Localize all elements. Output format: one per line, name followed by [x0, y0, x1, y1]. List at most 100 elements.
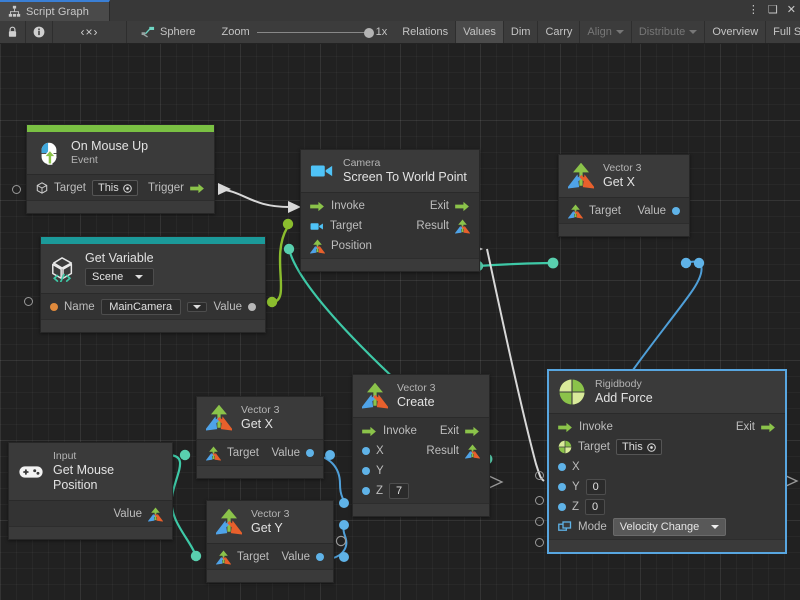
port-dot-z[interactable]: [558, 503, 566, 511]
toolbar-button-values[interactable]: Values: [456, 21, 504, 43]
port-label-trigger: Trigger: [148, 182, 184, 194]
lock-button[interactable]: [0, 21, 26, 43]
on-mouse-up-node[interactable]: On Mouse Up Event Target: [26, 124, 215, 214]
toolbar-button-overview[interactable]: Overview: [705, 21, 767, 43]
rigidbody-target-selector[interactable]: This: [615, 439, 662, 455]
rigidbody-icon[interactable]: [558, 440, 572, 454]
flow-arrow-icon[interactable]: [465, 426, 480, 437]
node-header: Camera Screen To World Point: [301, 150, 479, 193]
flow-arrow-icon[interactable]: [455, 201, 470, 212]
port-dot-z[interactable]: [362, 487, 370, 495]
window-close-icon[interactable]: ✕: [786, 4, 796, 16]
camera-icon[interactable]: [310, 221, 324, 232]
flow-arrow-icon[interactable]: [190, 183, 205, 194]
tab-script-graph[interactable]: Script Graph: [0, 0, 110, 21]
rigidbody-add-force-node[interactable]: Rigidbody Add Force Invoke Exit: [548, 370, 786, 553]
node-header: On Mouse Up Event: [27, 132, 214, 175]
node-subtitle: Vector 3: [397, 382, 436, 394]
port-label-x: X: [376, 445, 384, 457]
graph-target-label: Sphere: [160, 26, 196, 38]
unconnected-port-rb-z[interactable]: [535, 517, 544, 526]
port-dot-name[interactable]: [50, 303, 58, 311]
node-accent-bar: [41, 237, 265, 244]
vector3-get-y-node[interactable]: Vector 3 Get Y Target: [206, 500, 334, 583]
graph-target[interactable]: Sphere: [127, 21, 205, 43]
flow-arrow-icon[interactable]: [761, 422, 776, 433]
port-label-result: Result: [426, 445, 459, 457]
port-dot-value[interactable]: [248, 303, 256, 311]
info-button[interactable]: [26, 21, 53, 43]
code-view-button[interactable]: ‹×›: [53, 21, 127, 43]
vector3-icon[interactable]: [206, 445, 221, 461]
toolbar-button-carry-label: Carry: [545, 26, 573, 38]
unconnected-port-create-x[interactable]: [535, 471, 544, 480]
force-mode-dropdown[interactable]: Velocity Change: [612, 518, 727, 536]
window-titlebar: Script Graph ⋮ ❑ ✕: [0, 0, 800, 21]
vector3-icon[interactable]: [310, 238, 325, 254]
chevron-down-icon: [135, 275, 144, 279]
zoom-control[interactable]: Zoom 1x: [205, 21, 395, 43]
toolbar-button-relations[interactable]: Relations: [395, 21, 457, 43]
toolbar-button-distribute[interactable]: Distribute: [632, 21, 706, 43]
target-this-selector[interactable]: This: [91, 180, 138, 196]
node-title: Get Variable: [85, 251, 154, 265]
toolbar-button-full-screen[interactable]: Full Screen: [766, 21, 800, 43]
force-mode-label: Velocity Change: [619, 521, 700, 533]
graph-canvas[interactable]: On Mouse Up Event Target: [0, 44, 800, 600]
port-dot-x[interactable]: [558, 463, 566, 471]
node-subtitle: Vector 3: [251, 508, 290, 520]
port-label-z: Z: [376, 485, 384, 497]
port-label-mode: Mode: [578, 521, 607, 533]
variable-kind-dropdown[interactable]: Scene: [85, 268, 154, 286]
window-maximize-icon[interactable]: ❑: [767, 4, 778, 16]
port-row-name: Name MainCamera Value: [41, 297, 265, 317]
camera-screen-to-world-point-node[interactable]: Camera Screen To World Point Invoke Exit: [300, 149, 480, 272]
port-label-target: Target: [589, 205, 621, 217]
port-dot-value[interactable]: [306, 449, 314, 457]
get-variable-node[interactable]: Get Variable Scene Name MainCamera: [40, 236, 266, 333]
z-value-field[interactable]: 0: [585, 499, 606, 515]
flow-arrow-icon[interactable]: [310, 201, 325, 212]
node-body: Target Value: [197, 440, 323, 465]
toolbar-button-distribute-label: Distribute: [638, 26, 686, 38]
vector3-icon[interactable]: [568, 203, 583, 219]
vector3-icon[interactable]: [148, 506, 163, 522]
vector3-icon[interactable]: [465, 443, 480, 459]
port-dot-value[interactable]: [672, 207, 680, 215]
vector3-get-x-node-top[interactable]: Vector 3 Get X Target: [558, 154, 690, 237]
port-dot-x[interactable]: [362, 447, 370, 455]
port-label-target: Target: [578, 441, 610, 453]
vector3-get-x-node-bottom[interactable]: Vector 3 Get X Target: [196, 396, 324, 479]
flow-arrow-icon[interactable]: [362, 426, 377, 437]
vector3-icon[interactable]: [455, 218, 470, 234]
port-label-invoke: Invoke: [579, 421, 613, 433]
z-value-field[interactable]: 7: [389, 483, 410, 499]
port-dot-value[interactable]: [316, 553, 324, 561]
vector3-create-node[interactable]: Vector 3 Create Invoke Exit: [352, 374, 490, 517]
flow-arrow-icon[interactable]: [558, 422, 573, 433]
vector3-icon[interactable]: [216, 549, 231, 565]
y-value-field[interactable]: 0: [585, 479, 606, 495]
window-menu-icon[interactable]: ⋮: [747, 4, 759, 16]
enum-icon[interactable]: [558, 520, 572, 534]
zoom-slider[interactable]: [256, 27, 374, 38]
toolbar-button-align[interactable]: Align: [580, 21, 632, 43]
input-get-mouse-position-node[interactable]: Input Get Mouse Position Value: [8, 442, 173, 540]
toolbar-button-dim[interactable]: Dim: [504, 21, 539, 43]
node-footer: [301, 258, 479, 271]
variable-name-field[interactable]: MainCamera: [100, 299, 181, 315]
unconnected-port-get-variable[interactable]: [24, 297, 33, 306]
port-label-value: Value: [271, 447, 300, 459]
zoom-slider-knob[interactable]: [363, 27, 374, 38]
variable-name-dropdown[interactable]: [186, 302, 207, 312]
unconnected-port-rb-y[interactable]: [535, 496, 544, 505]
port-dot-y[interactable]: [362, 467, 370, 475]
chevron-down-icon: [192, 305, 201, 309]
port-dot-y[interactable]: [558, 483, 566, 491]
toolbar-button-carry[interactable]: Carry: [538, 21, 581, 43]
unconnected-port-on-mouse-up[interactable]: [12, 185, 21, 194]
camera-icon: [310, 161, 334, 181]
node-body: Name MainCamera Value: [41, 294, 265, 319]
port-row-x: X: [549, 457, 785, 477]
unconnected-port-rb-mode[interactable]: [535, 538, 544, 547]
